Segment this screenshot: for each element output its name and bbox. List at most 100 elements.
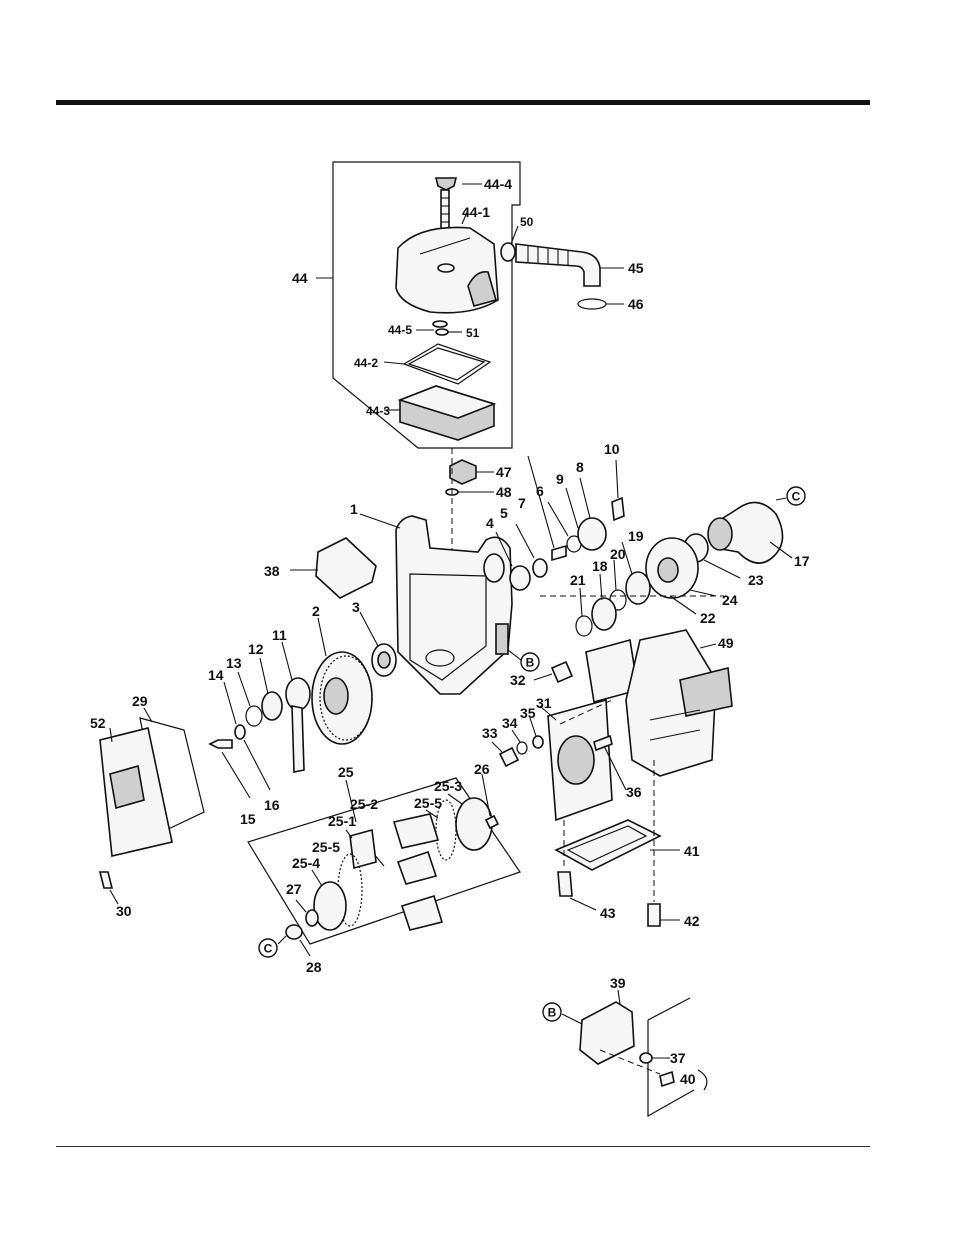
ref-marker-c-bottom: C xyxy=(259,939,277,957)
gear-case-part xyxy=(396,516,512,694)
engine-flange-part xyxy=(548,700,612,820)
callout-25-3: 25-3 xyxy=(434,778,462,794)
callout-1: 1 xyxy=(350,501,358,517)
engine-base-plate-part xyxy=(556,820,660,870)
callout-11: 11 xyxy=(272,627,287,643)
wing-knob-part xyxy=(436,178,456,230)
callout-7: 7 xyxy=(518,495,526,511)
retainer-8-part xyxy=(578,518,606,550)
nut-33-part xyxy=(500,748,518,766)
callout-49: 49 xyxy=(718,635,734,651)
callout-25: 25 xyxy=(338,764,354,780)
snap-ring-13-part xyxy=(246,706,262,726)
callout-10: 10 xyxy=(604,441,620,457)
callout-12: 12 xyxy=(248,641,264,657)
callout-44-5: 44-5 xyxy=(388,323,412,337)
callout-51: 51 xyxy=(466,326,480,340)
clutch-drum-part xyxy=(708,502,783,563)
callout-28: 28 xyxy=(306,959,322,975)
bolt-10-part xyxy=(612,498,624,520)
svg-text:B: B xyxy=(548,1006,557,1020)
bolt-42-part xyxy=(648,904,660,926)
callout-25-5a: 25-5 xyxy=(414,795,442,811)
bearing-12-part xyxy=(262,692,282,720)
washer-35-part xyxy=(533,736,543,748)
svg-text:B: B xyxy=(526,656,535,670)
callout-20: 20 xyxy=(610,546,626,562)
svg-text:C: C xyxy=(264,942,273,956)
callout-45: 45 xyxy=(628,260,644,276)
bolt-7-part xyxy=(552,546,566,560)
callout-42: 42 xyxy=(684,913,700,929)
ref-marker-b-inset: B xyxy=(543,1003,561,1021)
callout-4: 4 xyxy=(486,515,494,531)
bolt-40-part xyxy=(660,1072,674,1086)
mounting-bracket-part xyxy=(316,538,376,598)
callout-41: 41 xyxy=(684,843,700,859)
flange-25-3-part xyxy=(456,798,492,850)
callout-50: 50 xyxy=(520,215,534,229)
callout-25-4: 25-4 xyxy=(292,855,320,871)
bolt-43-part xyxy=(558,872,572,896)
callout-44: 44 xyxy=(292,270,308,286)
clip-part xyxy=(698,1070,707,1090)
callout-25-5b: 25-5 xyxy=(312,839,340,855)
drive-gear-part xyxy=(312,652,372,744)
snap-ring-21-part xyxy=(576,616,592,636)
callout-48: 48 xyxy=(496,484,512,500)
hose-clip-part xyxy=(578,299,606,309)
callout-43: 43 xyxy=(600,905,616,921)
callout-17: 17 xyxy=(794,553,810,569)
callout-25-1: 25-1 xyxy=(328,813,356,829)
bracket-39-part xyxy=(580,1002,634,1064)
bearing-19-part xyxy=(626,572,650,604)
callout-5: 5 xyxy=(500,505,508,521)
nut-37-part xyxy=(640,1053,652,1063)
callout-24: 24 xyxy=(722,592,738,608)
washer-14-part xyxy=(235,725,245,739)
callout-44-1: 44-1 xyxy=(462,204,490,220)
callout-16: 16 xyxy=(264,797,280,813)
svg-text:C: C xyxy=(792,490,801,504)
bolt-32-part xyxy=(552,662,572,682)
hose-clamp-part xyxy=(501,243,515,261)
callout-39: 39 xyxy=(610,975,626,991)
bearing-3-part xyxy=(372,644,396,676)
coupling-jaw-lower-part xyxy=(402,896,442,930)
filter-element-part xyxy=(400,386,494,440)
flange-25-4-part xyxy=(314,882,346,930)
bolt-15-part xyxy=(210,740,232,748)
callout-47: 47 xyxy=(496,464,512,480)
crank-arm-part xyxy=(286,678,310,772)
washer-27-part xyxy=(306,910,318,926)
ref-marker-b-mid: B xyxy=(521,653,539,671)
coupling-jaw-upper-part xyxy=(394,814,438,848)
callout-18: 18 xyxy=(592,558,608,574)
bearing-18-part xyxy=(592,598,616,630)
callout-2: 2 xyxy=(312,603,320,619)
callout-46: 46 xyxy=(628,296,644,312)
callout-9: 9 xyxy=(556,471,564,487)
callout-31: 31 xyxy=(536,695,552,711)
callout-21: 21 xyxy=(570,572,586,588)
callout-23: 23 xyxy=(748,572,764,588)
callout-37: 37 xyxy=(670,1050,686,1066)
callout-36: 36 xyxy=(626,784,642,800)
nut-28-part xyxy=(286,925,302,939)
callout-22: 22 xyxy=(700,610,716,626)
o-ring-part xyxy=(436,329,448,335)
callout-14: 14 xyxy=(208,667,224,683)
pre-filter-part xyxy=(450,460,476,484)
callout-26: 26 xyxy=(474,761,490,777)
callout-6: 6 xyxy=(536,483,544,499)
callout-44-2: 44-2 xyxy=(354,356,378,370)
ref-marker-c-top: C xyxy=(787,487,805,505)
callout-15: 15 xyxy=(240,811,256,827)
callout-29: 29 xyxy=(132,693,148,709)
callout-32: 32 xyxy=(510,672,526,688)
washer-part xyxy=(433,321,447,327)
callout-3: 3 xyxy=(352,599,360,615)
callout-40: 40 xyxy=(680,1071,696,1087)
